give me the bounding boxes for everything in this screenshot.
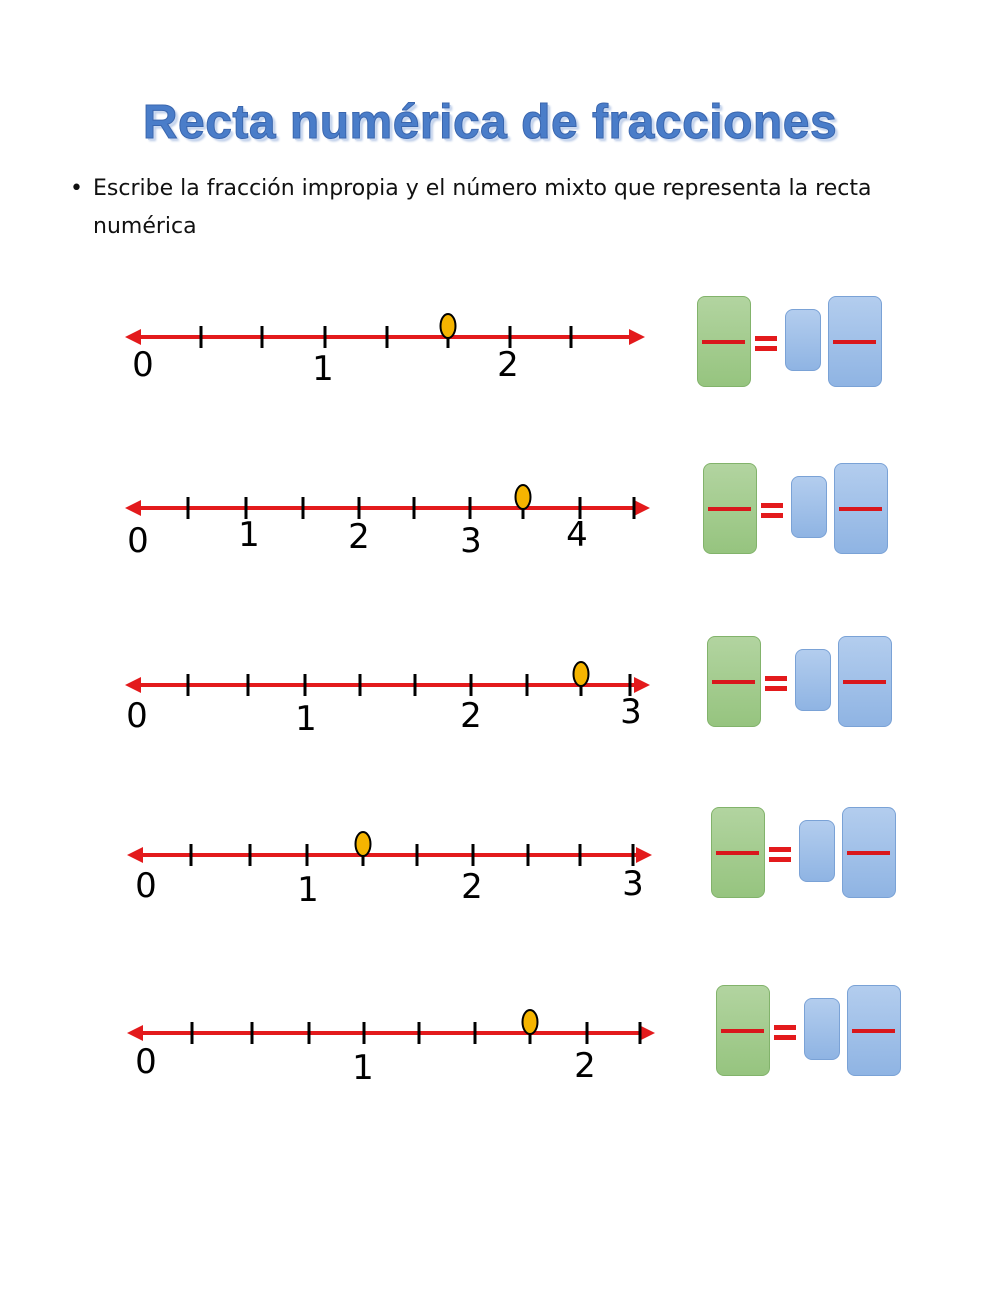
whole-number-input[interactable]: [795, 649, 831, 711]
tick-label: 2: [348, 517, 370, 557]
tick-label: 3: [622, 864, 644, 904]
right-arrow-icon: [634, 677, 650, 693]
tick-label: 4: [566, 515, 588, 555]
whole-number-input[interactable]: [799, 820, 835, 882]
page-title: Recta numérica de fracciones: [142, 96, 838, 150]
right-arrow-icon: [639, 1025, 655, 1041]
point-marker: [572, 661, 590, 687]
point-marker: [514, 484, 532, 510]
tick-label: 2: [460, 696, 482, 736]
left-arrow-icon: [127, 1025, 143, 1041]
fraction-bar: [702, 340, 745, 344]
tick-label: 0: [132, 345, 154, 385]
left-arrow-icon: [127, 847, 143, 863]
tick-label: 2: [497, 345, 519, 385]
number-line: 0 1 2: [125, 313, 645, 389]
tick-label: 0: [127, 521, 149, 561]
point-marker: [439, 313, 457, 339]
tick-label: 1: [297, 870, 319, 910]
right-arrow-icon: [636, 847, 652, 863]
tick-label: 0: [135, 1042, 157, 1082]
tick-label: 1: [238, 515, 260, 555]
instruction: • Escribe la fracción impropia y el núme…: [70, 170, 890, 246]
tick-label: 3: [460, 521, 482, 561]
left-arrow-icon: [125, 500, 141, 516]
point-marker: [354, 831, 372, 857]
whole-number-input[interactable]: [804, 998, 840, 1060]
left-arrow-icon: [125, 329, 141, 345]
number-line: 0 1 2 3: [127, 831, 652, 910]
fraction-bar: [843, 680, 886, 684]
left-arrow-icon: [125, 677, 141, 693]
tick-label: 1: [295, 699, 317, 739]
instruction-text: Escribe la fracción impropia y el número…: [93, 176, 872, 239]
tick-label: 1: [312, 349, 334, 389]
tick-label: 3: [620, 692, 642, 732]
number-line: 0 1 2 3 4: [125, 484, 650, 561]
fraction-bar: [852, 1029, 895, 1033]
equals-sign: [765, 676, 787, 692]
fraction-bar: [839, 507, 882, 511]
equals-sign: [769, 847, 791, 863]
equals-sign: [761, 503, 783, 519]
tick-label: 2: [574, 1046, 596, 1086]
fraction-bar: [847, 851, 890, 855]
fraction-bar: [716, 851, 759, 855]
tick-label: 0: [135, 866, 157, 906]
right-arrow-icon: [629, 329, 645, 345]
equals-sign: [774, 1025, 796, 1041]
fraction-bar: [833, 340, 876, 344]
number-line: 0 1 2: [127, 1009, 655, 1088]
right-arrow-icon: [634, 500, 650, 516]
tick-label: 0: [126, 696, 148, 736]
fraction-bar: [721, 1029, 764, 1033]
number-line: 0 1 2 3: [125, 661, 650, 739]
tick-label: 2: [461, 867, 483, 907]
whole-number-input[interactable]: [785, 309, 821, 371]
equals-sign: [755, 336, 777, 352]
point-marker: [521, 1009, 539, 1035]
fraction-bar: [712, 680, 755, 684]
bullet: •: [70, 176, 83, 201]
fraction-bar: [708, 507, 751, 511]
tick-label: 1: [352, 1048, 374, 1088]
whole-number-input[interactable]: [791, 476, 827, 538]
